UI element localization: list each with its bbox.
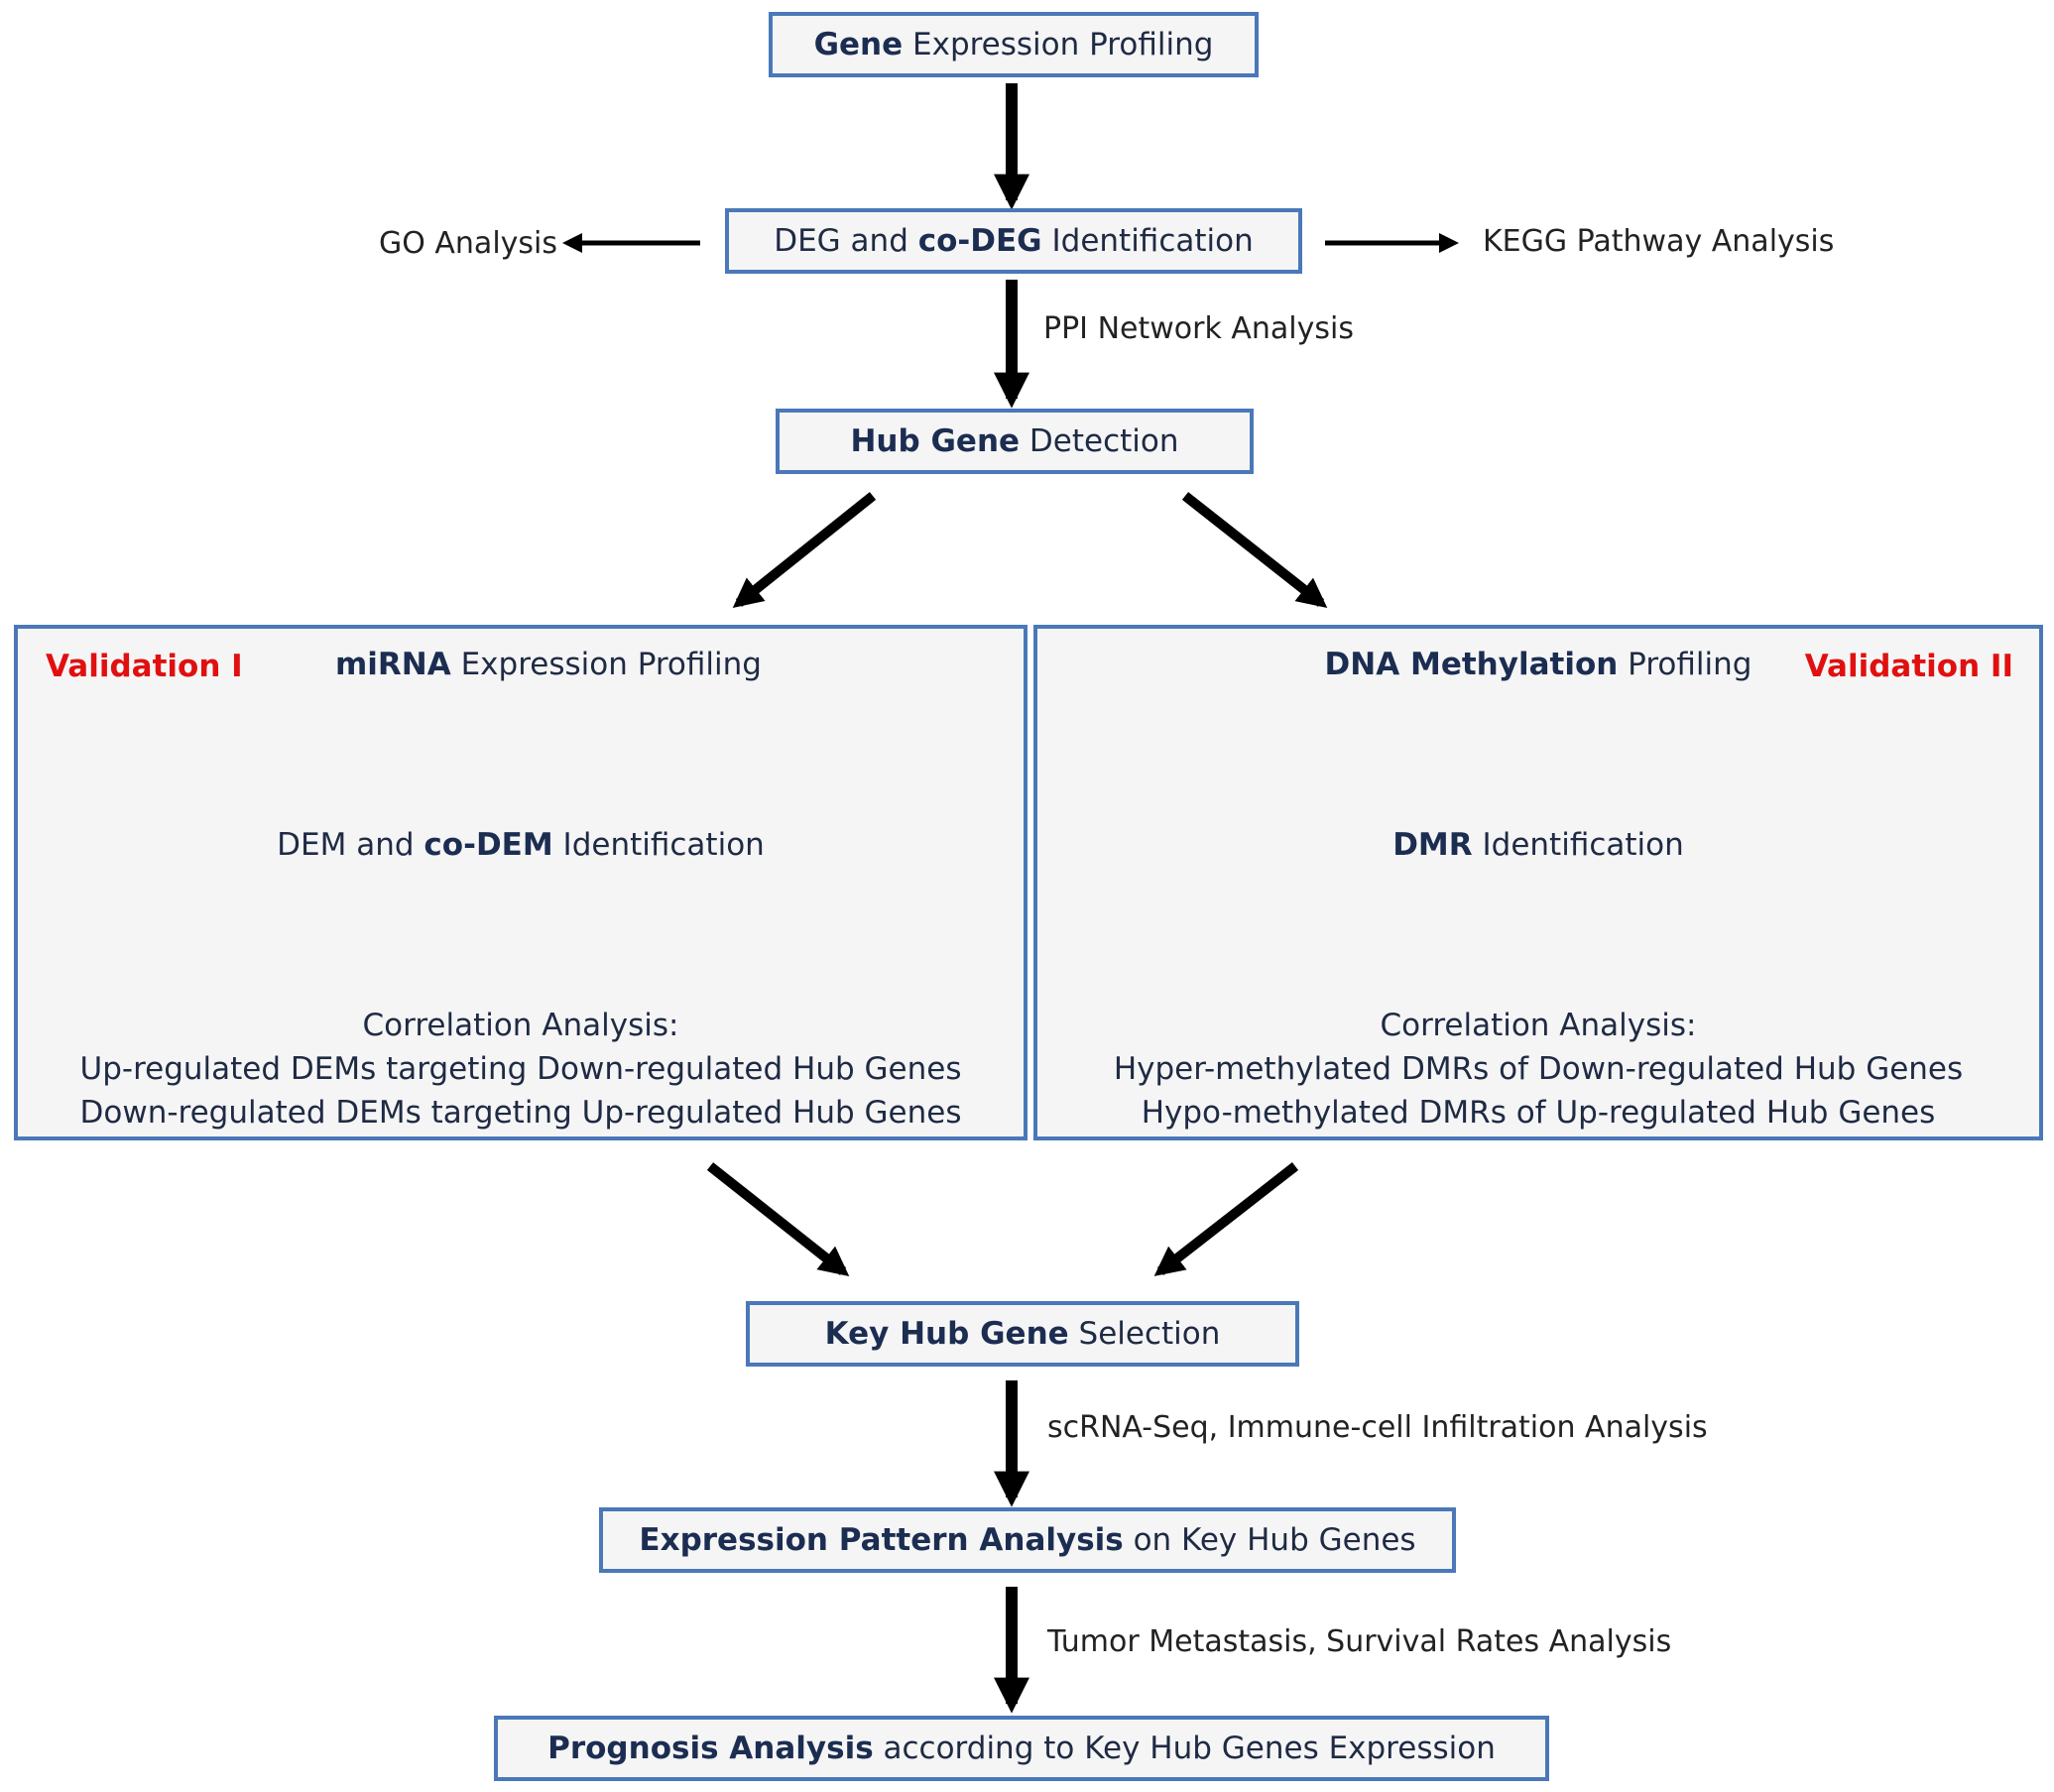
arrow-hub-to-validation-2 <box>1181 492 1328 608</box>
arrow-validation-1-to-key <box>706 1162 850 1276</box>
node-bold: DNA Methylation <box>1324 647 1619 682</box>
ppi-network-label: PPI Network Analysis <box>1043 311 1354 346</box>
node-bold: DMR <box>1392 827 1473 863</box>
node-bold: miRNA <box>335 647 451 682</box>
v1-correlation-title: Correlation Analysis: <box>362 1008 679 1043</box>
v2-correlation-line-2: Hypo-methylated DMRs of Up-regulated Hub… <box>1141 1095 1936 1131</box>
prognosis-analysis-box: Prognosis Analysis according to Key Hub … <box>494 1716 1549 1781</box>
node-text: Expression Profiling <box>450 647 762 682</box>
node-text: according to Key Hub Genes Expression <box>873 1731 1496 1766</box>
arrow-hub-to-validation-1 <box>732 492 877 608</box>
tumor-metastasis-label: Tumor Metastasis, Survival Rates Analysi… <box>1047 1624 1672 1659</box>
node-text: Expression Profiling <box>903 27 1214 62</box>
v2-correlation-title: Correlation Analysis: <box>1380 1008 1697 1043</box>
arrow-validation-2-to-key <box>1153 1162 1299 1276</box>
node-bold: co-DEG <box>917 223 1042 259</box>
validation-1-label: Validation I <box>46 649 243 684</box>
gene-expression-profiling-box: Gene Expression Profiling <box>769 12 1259 77</box>
kegg-analysis-label: KEGG Pathway Analysis <box>1483 224 1835 259</box>
node-text-pre: DEM and <box>277 827 424 863</box>
expression-pattern-box: Expression Pattern Analysis on Key Hub G… <box>599 1507 1456 1573</box>
node-text: Identification <box>552 827 765 863</box>
node-bold: co-DEM <box>423 827 553 863</box>
node-text: on Key Hub Genes <box>1123 1522 1416 1558</box>
node-bold: Prognosis Analysis <box>547 1731 874 1766</box>
node-text-pre: DEG and <box>774 223 918 259</box>
node-text: Selection <box>1068 1316 1221 1352</box>
deg-identification-box: DEG and co-DEG Identification <box>725 208 1302 274</box>
node-text: Detection <box>1020 423 1179 459</box>
v1-correlation-line-1: Up-regulated DEMs targeting Down-regulat… <box>79 1051 962 1087</box>
v1-mirna-profiling: miRNA Expression Profiling <box>335 647 762 682</box>
v1-correlation-line-2: Down-regulated DEMs targeting Up-regulat… <box>79 1095 962 1131</box>
v2-correlation-line-1: Hyper-methylated DMRs of Down-regulated … <box>1113 1051 1964 1087</box>
v2-dna-methylation-profiling: DNA Methylation Profiling <box>1037 647 2039 682</box>
node-bold: Hub Gene <box>850 423 1021 459</box>
validation-1-panel: Validation I miRNA Expression Profiling … <box>14 625 1027 1140</box>
node-text: Identification <box>1472 827 1684 863</box>
node-bold: Key Hub Gene <box>824 1316 1069 1352</box>
node-bold: Expression Pattern Analysis <box>639 1522 1124 1558</box>
validation-2-label: Validation II <box>1804 649 2013 684</box>
go-analysis-label: GO Analysis <box>379 226 557 261</box>
validation-2-panel: Validation II DNA Methylation Profiling … <box>1033 625 2043 1140</box>
hub-gene-detection-box: Hub Gene Detection <box>776 409 1254 474</box>
node-text: Identification <box>1041 223 1254 259</box>
v2-dmr-identification: DMR Identification <box>1037 827 2039 863</box>
node-bold: Gene <box>813 27 904 62</box>
v1-dem-identification: DEM and co-DEM Identification <box>18 827 1024 863</box>
key-hub-gene-selection-box: Key Hub Gene Selection <box>746 1301 1299 1367</box>
scrna-seq-label: scRNA-Seq, Immune-cell Infiltration Anal… <box>1047 1410 1708 1445</box>
node-text: Profiling <box>1618 647 1752 682</box>
